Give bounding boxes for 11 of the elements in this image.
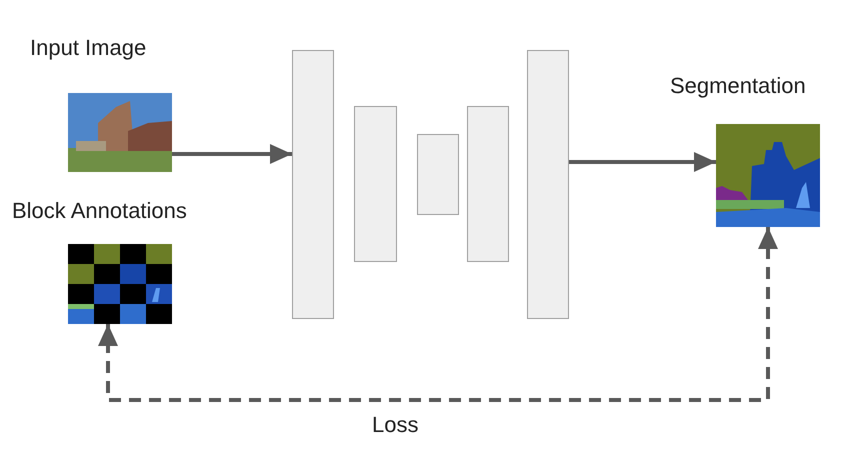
- layer-block: [292, 50, 334, 319]
- dashed-arrow: [98, 227, 778, 402]
- arrow: [569, 152, 716, 172]
- layer-block: [354, 106, 397, 262]
- layer-block: [417, 134, 459, 215]
- image-heading: Segmentation: [670, 73, 806, 99]
- layer-block: [527, 50, 569, 319]
- layer-block: [467, 106, 509, 262]
- image-heading: Input Image: [30, 35, 146, 61]
- arrow: [172, 144, 292, 164]
- image-heading: Block Annotations: [12, 198, 187, 224]
